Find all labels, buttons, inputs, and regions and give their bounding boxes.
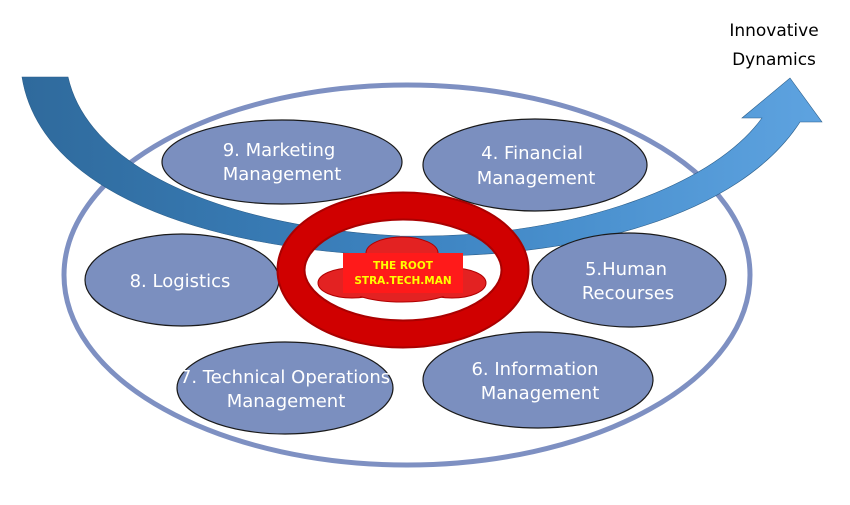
- arrow-label-line2: Dynamics: [732, 50, 816, 70]
- outer-ellipse: [61, 82, 753, 468]
- node-technical: 7. Technical Operations Management: [176, 341, 394, 435]
- node-financial-line1: 4. Financial: [481, 143, 583, 164]
- node-human-line2: Recourses: [582, 283, 674, 304]
- root-ring: [276, 191, 530, 349]
- root-box: [343, 253, 463, 293]
- node-information-line1: 6. Information: [471, 359, 598, 380]
- node-information-line2: Management: [481, 383, 600, 404]
- root-label-line2: STRA.TECH.MAN: [354, 275, 451, 287]
- node-technical-line2: Management: [227, 391, 346, 412]
- node-human-line1: 5.Human: [585, 259, 667, 280]
- node-information: 6. Information Management: [422, 331, 654, 429]
- node-financial: 4. Financial Management: [422, 118, 648, 212]
- root-label-line1: THE ROOT: [373, 260, 434, 272]
- node-logistics-line1: 8. Logistics: [130, 271, 231, 292]
- node-human: 5.Human Recourses: [531, 232, 727, 328]
- node-marketing-line1: 9. Marketing: [223, 140, 336, 161]
- node-marketing-line2: Management: [223, 164, 342, 185]
- innovative-dynamics-arrow: [21, 76, 823, 257]
- node-marketing: 9. Marketing Management: [161, 119, 403, 205]
- arrow-label-line1: Innovative: [729, 21, 818, 41]
- node-financial-line2: Management: [477, 168, 596, 189]
- node-technical-line1: 7. Technical Operations: [180, 367, 390, 388]
- node-logistics: 8. Logistics: [84, 233, 280, 327]
